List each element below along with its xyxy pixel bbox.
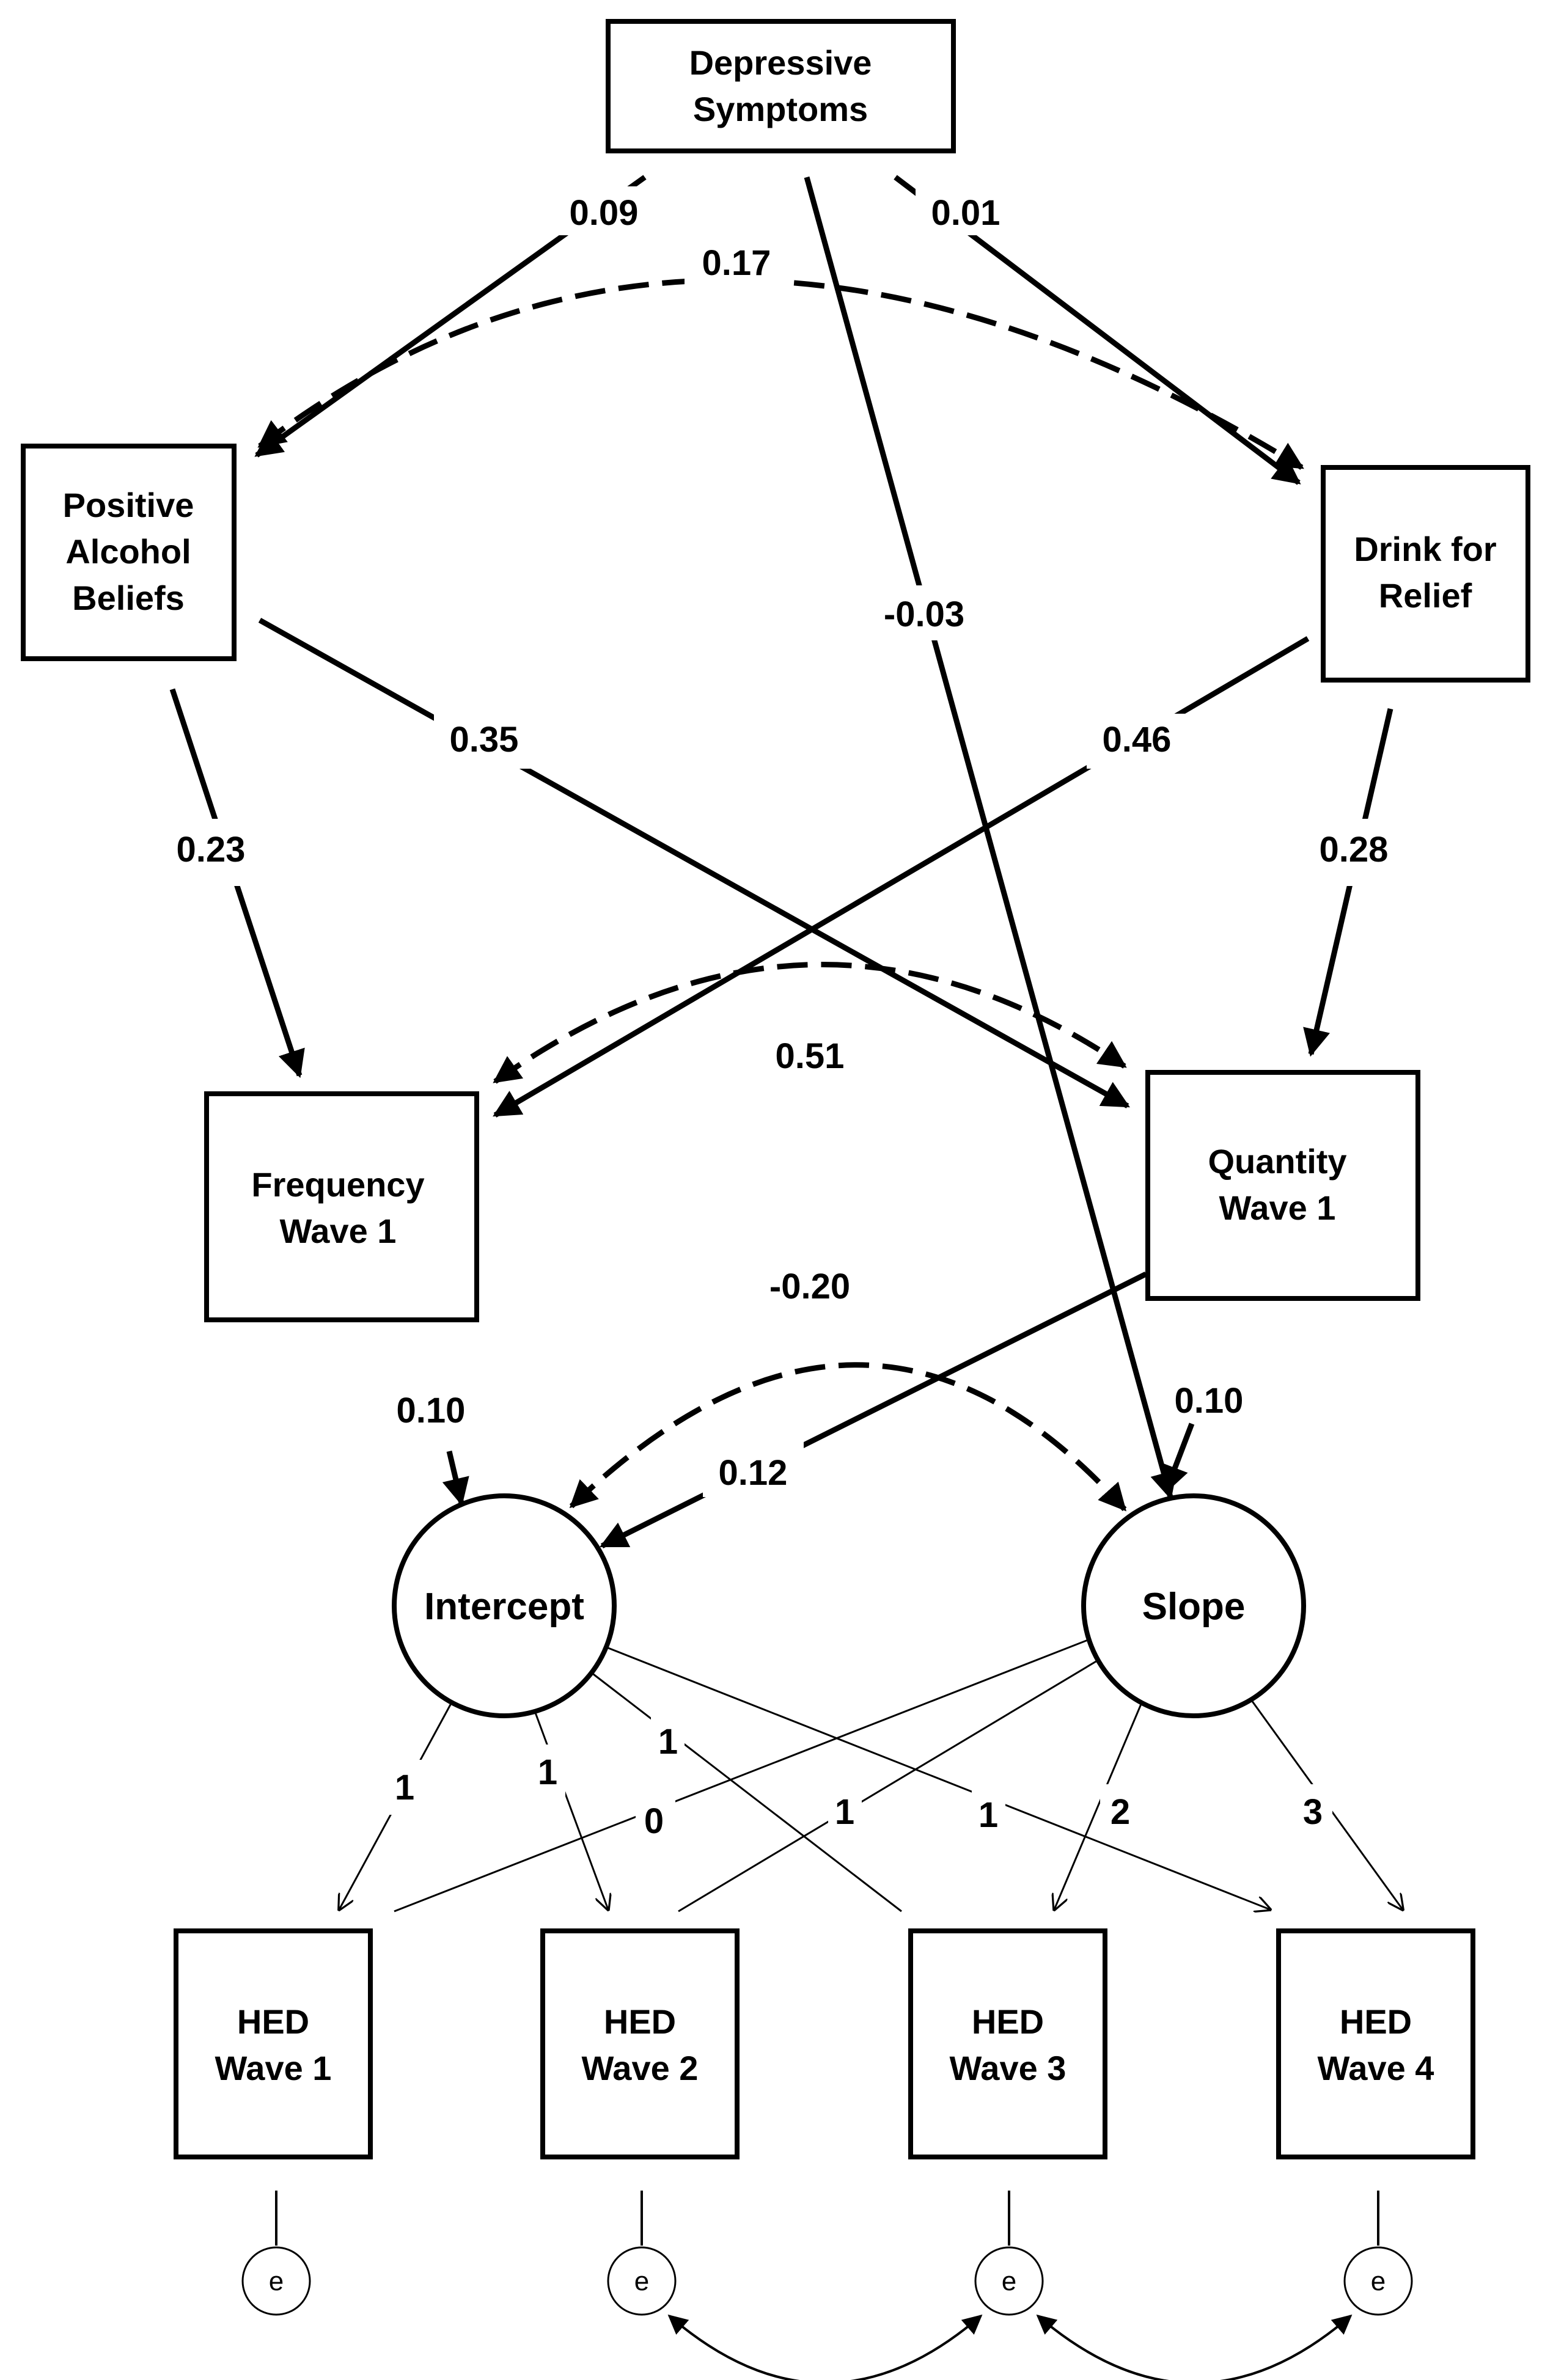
- svg-text:0.17: 0.17: [702, 243, 771, 283]
- svg-text:Wave 3: Wave 3: [950, 2049, 1067, 2087]
- path-dep-to-slope: [804, 176, 1177, 1500]
- loading-slope-hed1: 0: [636, 1793, 675, 1848]
- residual-arrow-intercept: [442, 1450, 469, 1506]
- svg-text:Quantity: Quantity: [1208, 1142, 1346, 1181]
- svg-text:1: 1: [978, 1795, 998, 1835]
- svg-text:Depressive: Depressive: [689, 43, 872, 82]
- svg-text:Alcohol: Alcohol: [65, 532, 191, 571]
- path-relief-to-frequency: [493, 636, 1310, 1118]
- svg-text:Beliefs: Beliefs: [72, 579, 185, 617]
- node-frequency-wave1: Frequency Wave 1: [204, 1091, 479, 1322]
- svg-text:Frequency: Frequency: [251, 1165, 424, 1204]
- svg-text:0.35: 0.35: [450, 720, 519, 760]
- coef-beliefs-to-frequency: 0.23: [164, 819, 265, 886]
- svg-text:Wave 1: Wave 1: [1219, 1188, 1336, 1227]
- svg-text:HED: HED: [604, 2002, 676, 2041]
- svg-text:0: 0: [644, 1801, 664, 1841]
- load-intercept-hed2: [532, 1707, 608, 1909]
- svg-text:3: 3: [1303, 1792, 1323, 1832]
- svg-text:Symptoms: Symptoms: [693, 90, 868, 128]
- svg-text:1: 1: [835, 1792, 854, 1832]
- loading-slope-hed2: 1: [828, 1784, 862, 1839]
- svg-text:HED: HED: [1340, 2002, 1412, 2041]
- svg-text:HED: HED: [972, 2002, 1044, 2041]
- svg-text:0.23: 0.23: [177, 830, 246, 870]
- node-quantity-wave1: Quantity Wave 1: [1145, 1070, 1420, 1301]
- load-intercept-hed4: [604, 1646, 1270, 1909]
- path-quantity-to-intercept: [599, 1271, 1148, 1549]
- node-drink-for-relief: Drink for Relief: [1321, 465, 1530, 683]
- node-hed-wave3: HED Wave 3: [908, 1928, 1107, 2159]
- svg-text:0.09: 0.09: [570, 193, 639, 233]
- node-depressive-symptoms: Depressive Symptoms: [606, 19, 956, 153]
- error-term-2: e: [607, 2246, 677, 2316]
- svg-text:Slope: Slope: [1142, 1586, 1246, 1628]
- svg-text:0.46: 0.46: [1103, 720, 1172, 760]
- coef-dep-to-relief: 0.01: [916, 186, 1016, 235]
- coef-intercept-slope-cov: -0.20: [769, 1267, 850, 1306]
- coef-beliefs-to-quantity: 0.35: [434, 714, 535, 769]
- svg-text:Wave 2: Wave 2: [582, 2049, 699, 2087]
- loading-intercept-hed3: 1: [651, 1714, 685, 1769]
- node-hed-wave2: HED Wave 2: [540, 1928, 740, 2159]
- error-term-3: e: [974, 2246, 1044, 2316]
- svg-text:e: e: [1002, 2266, 1016, 2296]
- node-slope: Slope: [1081, 1493, 1306, 1718]
- coef-slope-residual: 0.10: [1175, 1381, 1244, 1421]
- svg-text:e: e: [269, 2266, 284, 2296]
- svg-text:Wave 1: Wave 1: [280, 1212, 397, 1250]
- cov-beliefs-relief: [257, 277, 1304, 470]
- svg-text:Relief: Relief: [1379, 576, 1472, 615]
- coef-quantity-to-intercept: 0.12: [703, 1439, 804, 1497]
- svg-text:Positive: Positive: [63, 486, 194, 524]
- node-hed-wave1: HED Wave 1: [174, 1928, 373, 2159]
- svg-text:Wave 4: Wave 4: [1318, 2049, 1434, 2087]
- svg-text:e: e: [1371, 2266, 1386, 2296]
- svg-text:1: 1: [395, 1768, 414, 1807]
- coef-intercept-residual: 0.10: [397, 1391, 466, 1430]
- svg-text:1: 1: [538, 1752, 557, 1792]
- svg-text:0.12: 0.12: [719, 1453, 788, 1493]
- svg-text:0.01: 0.01: [931, 193, 1000, 233]
- node-hed-wave4: HED Wave 4: [1276, 1928, 1475, 2159]
- load-slope-hed1: [394, 1636, 1095, 1913]
- loading-slope-hed3: 2: [1100, 1784, 1140, 1839]
- node-intercept: Intercept: [392, 1493, 617, 1718]
- loading-slope-hed4: 3: [1293, 1784, 1332, 1839]
- loading-intercept-hed1: 1: [388, 1760, 422, 1815]
- path-beliefs-to-quantity: [258, 618, 1130, 1108]
- coef-relief-to-frequency: 0.46: [1087, 714, 1188, 769]
- svg-text:HED: HED: [237, 2002, 309, 2041]
- coef-relief-to-quantity: 0.28: [1305, 819, 1406, 886]
- load-slope-hed2: [678, 1658, 1101, 1913]
- svg-text:0.28: 0.28: [1320, 830, 1389, 870]
- svg-text:e: e: [634, 2266, 649, 2296]
- coef-dep-to-slope: -0.03: [867, 585, 986, 640]
- load-intercept-hed3: [585, 1667, 902, 1913]
- cov-intercept-slope: [569, 1362, 1127, 1512]
- svg-text:-0.03: -0.03: [884, 595, 964, 634]
- cov-frequency-quantity: [493, 962, 1127, 1084]
- loading-intercept-hed4: 1: [972, 1787, 1005, 1842]
- error-term-1: e: [241, 2246, 311, 2316]
- error-term-4: e: [1343, 2246, 1413, 2316]
- svg-text:Wave 1: Wave 1: [215, 2049, 332, 2087]
- svg-text:2: 2: [1111, 1792, 1130, 1832]
- error-cov-3-4: [1036, 2314, 1353, 2380]
- svg-text:1: 1: [658, 1722, 678, 1762]
- coef-freq-quantity-cov: 0.51: [776, 1036, 845, 1076]
- svg-text:Drink for: Drink for: [1354, 530, 1496, 568]
- coef-beliefs-relief-cov: 0.17: [685, 237, 785, 286]
- node-positive-alcohol-beliefs: Positive Alcohol Beliefs: [21, 444, 237, 661]
- svg-text:Intercept: Intercept: [424, 1586, 584, 1628]
- residual-arrow-slope: [1162, 1423, 1195, 1494]
- error-cov-2-3: [667, 2314, 983, 2380]
- loading-intercept-hed2: 1: [532, 1745, 565, 1800]
- coef-dep-to-beliefs: 0.09: [553, 186, 654, 235]
